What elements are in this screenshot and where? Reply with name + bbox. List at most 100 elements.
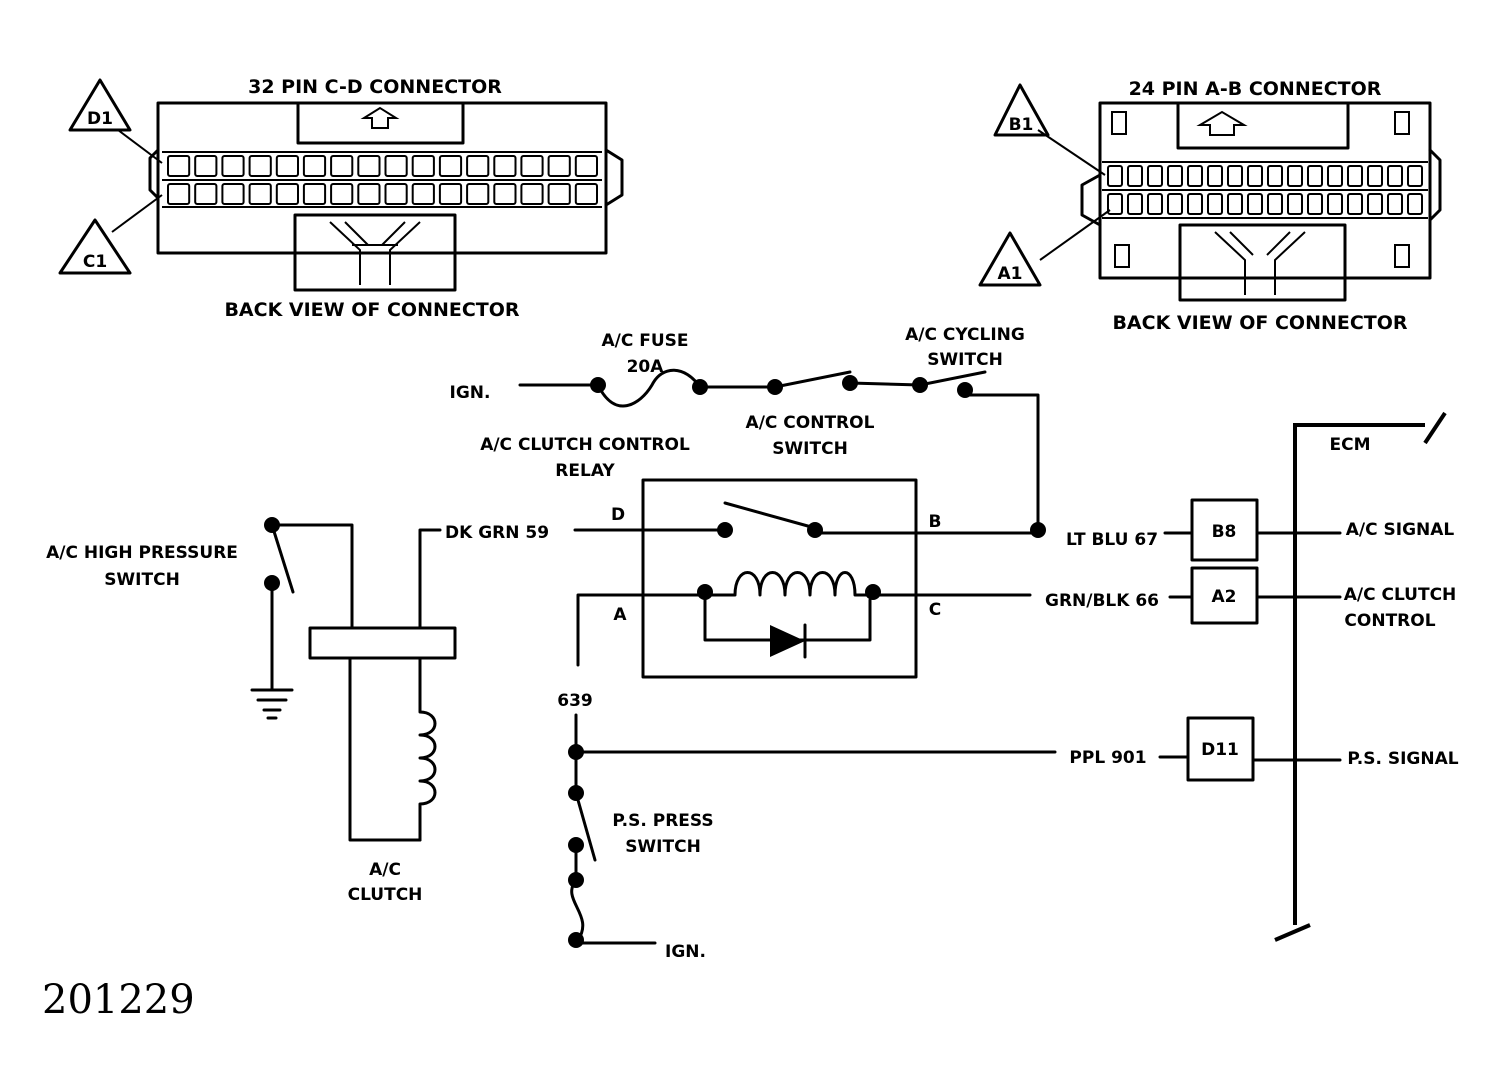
connector-pin [1107, 193, 1123, 215]
connector-pin [167, 155, 191, 177]
relay-label-2: RELAY [555, 461, 615, 481]
ac-cycling-switch-blade [918, 370, 987, 387]
connector-pin [1287, 165, 1303, 187]
left-connector-title: 32 PIN C-D CONNECTOR [248, 76, 502, 98]
connector-pin [1127, 193, 1143, 215]
connector-pin [1327, 193, 1343, 215]
ac-fuse-label: A/C FUSE [601, 331, 688, 351]
lt-blu-67-label: LT BLU 67 [1066, 530, 1158, 550]
relay-terminal-d: D [611, 505, 625, 525]
connector-pin [574, 183, 598, 205]
connector-pin [1307, 193, 1323, 215]
right-connector: 24 PIN A-B CONNECTOR B1 A1 BACK VIEW OF … [978, 78, 1442, 334]
ac-clutch-bar [308, 626, 457, 660]
ign-bottom-label: IGN. [665, 942, 706, 962]
connector-pin [1227, 165, 1243, 187]
connector-pin [520, 183, 544, 205]
ecm-pin-d11 [1186, 716, 1255, 782]
connector-pin [275, 183, 299, 205]
connector-pin [493, 155, 517, 177]
relay-label-1: A/C CLUTCH CONTROL [480, 435, 690, 455]
relay-terminal-a: A [613, 605, 627, 625]
connector-pin [167, 183, 191, 205]
connector-pin [330, 155, 354, 177]
left-connector: 32 PIN C-D CONNECTOR D1 C1 BACK VIEW OF … [58, 76, 624, 321]
fuse-symbol [596, 368, 702, 408]
connector-pin [1267, 165, 1283, 187]
connector-pin [1247, 193, 1263, 215]
connector-pin [194, 183, 218, 205]
ac-cycling-switch-label-2: SWITCH [927, 350, 1003, 370]
connector-pin [1367, 165, 1383, 187]
ps-press-label-1: P.S. PRESS [612, 811, 713, 831]
grn-blk-66-label: GRN/BLK 66 [1045, 591, 1159, 611]
right-connector-title: 24 PIN A-B CONNECTOR [1129, 78, 1382, 100]
connector-pin [1187, 165, 1203, 187]
connector-pin [302, 183, 327, 205]
connector-pin [275, 155, 299, 177]
connector-pin [438, 183, 463, 205]
pin-a1-label: A1 [998, 264, 1023, 284]
high-pressure-label-2: SWITCH [104, 570, 180, 590]
connector-pin [574, 155, 598, 177]
connector-pin [1347, 165, 1363, 187]
connector-pin [466, 155, 490, 177]
ecm-pin-b8-label: B8 [1212, 522, 1237, 542]
connector-pin [1407, 193, 1423, 215]
pin-c1-label: C1 [83, 252, 107, 272]
right-connector-subtitle: BACK VIEW OF CONNECTOR [1112, 312, 1407, 334]
connector-pin [1307, 165, 1323, 187]
ac-control-switch-label-1: A/C CONTROL [746, 413, 875, 433]
pin-b1-label: B1 [1009, 115, 1034, 135]
ac-clutch-label-2: CLUTCH [348, 885, 423, 905]
relay-coil [703, 571, 877, 597]
connector-pin [1227, 193, 1243, 215]
pin-d1-label: D1 [87, 109, 113, 129]
connector-pin [221, 155, 245, 177]
connector-pin [357, 183, 381, 205]
connector-pin [1267, 193, 1283, 215]
connector-pin [1147, 193, 1163, 215]
left-connector-subtitle: BACK VIEW OF CONNECTOR [224, 299, 519, 321]
connector-pin [1167, 165, 1183, 187]
connector-pin [1367, 193, 1383, 215]
connector-pin [1287, 193, 1303, 215]
dk-grn-59-label: DK GRN 59 [445, 523, 549, 543]
ppl-901-label: PPL 901 [1069, 748, 1146, 768]
connector-pin [1167, 193, 1183, 215]
connector-pin [194, 155, 218, 177]
ps-press-label-2: SWITCH [625, 837, 701, 857]
ac-clutch-control-label-1: A/C CLUTCH [1344, 585, 1457, 605]
ecm-label: ECM [1329, 435, 1370, 455]
ac-clutch-label-1: A/C [369, 860, 401, 880]
fusible-link [570, 878, 585, 942]
connector-pin [384, 183, 408, 205]
diode-symbol [770, 625, 805, 657]
connector-pin [221, 183, 245, 205]
connector-pin [1207, 165, 1223, 187]
ac-control-switch-blade [773, 370, 852, 389]
up-arrow-icon [1196, 110, 1248, 136]
connector-pin [1407, 165, 1423, 187]
connector-pin [1147, 165, 1163, 187]
connector-pin [520, 155, 544, 177]
high-pressure-switch-and-clutch: A/C HIGH PRESSURE SWITCH DK GRN 59 A/C C… [46, 517, 549, 905]
connector-pin [302, 155, 327, 177]
connector-pin [411, 183, 435, 205]
ps-press-switch: 639 IGN. P.S. PRESS SWITCH [557, 691, 1057, 962]
high-pressure-label-1: A/C HIGH PRESSURE [46, 543, 238, 563]
connector-pin [438, 155, 463, 177]
relay-terminal-b: B [929, 512, 942, 532]
ignition-feed: IGN. A/C FUSE 20A A/C CONTROL SWITCH A/C… [450, 325, 1046, 538]
connector-pin [466, 183, 490, 205]
connector-pin [411, 155, 435, 177]
connector-pin [547, 155, 571, 177]
wire-639-label: 639 [557, 691, 593, 711]
connector-pin [547, 183, 571, 205]
figure-number: 201229 [42, 977, 195, 1023]
fuse-rating-label: 20A [627, 357, 665, 377]
connector-pin [1247, 165, 1263, 187]
connector-pin [1187, 193, 1203, 215]
connector-pin [1387, 165, 1403, 187]
